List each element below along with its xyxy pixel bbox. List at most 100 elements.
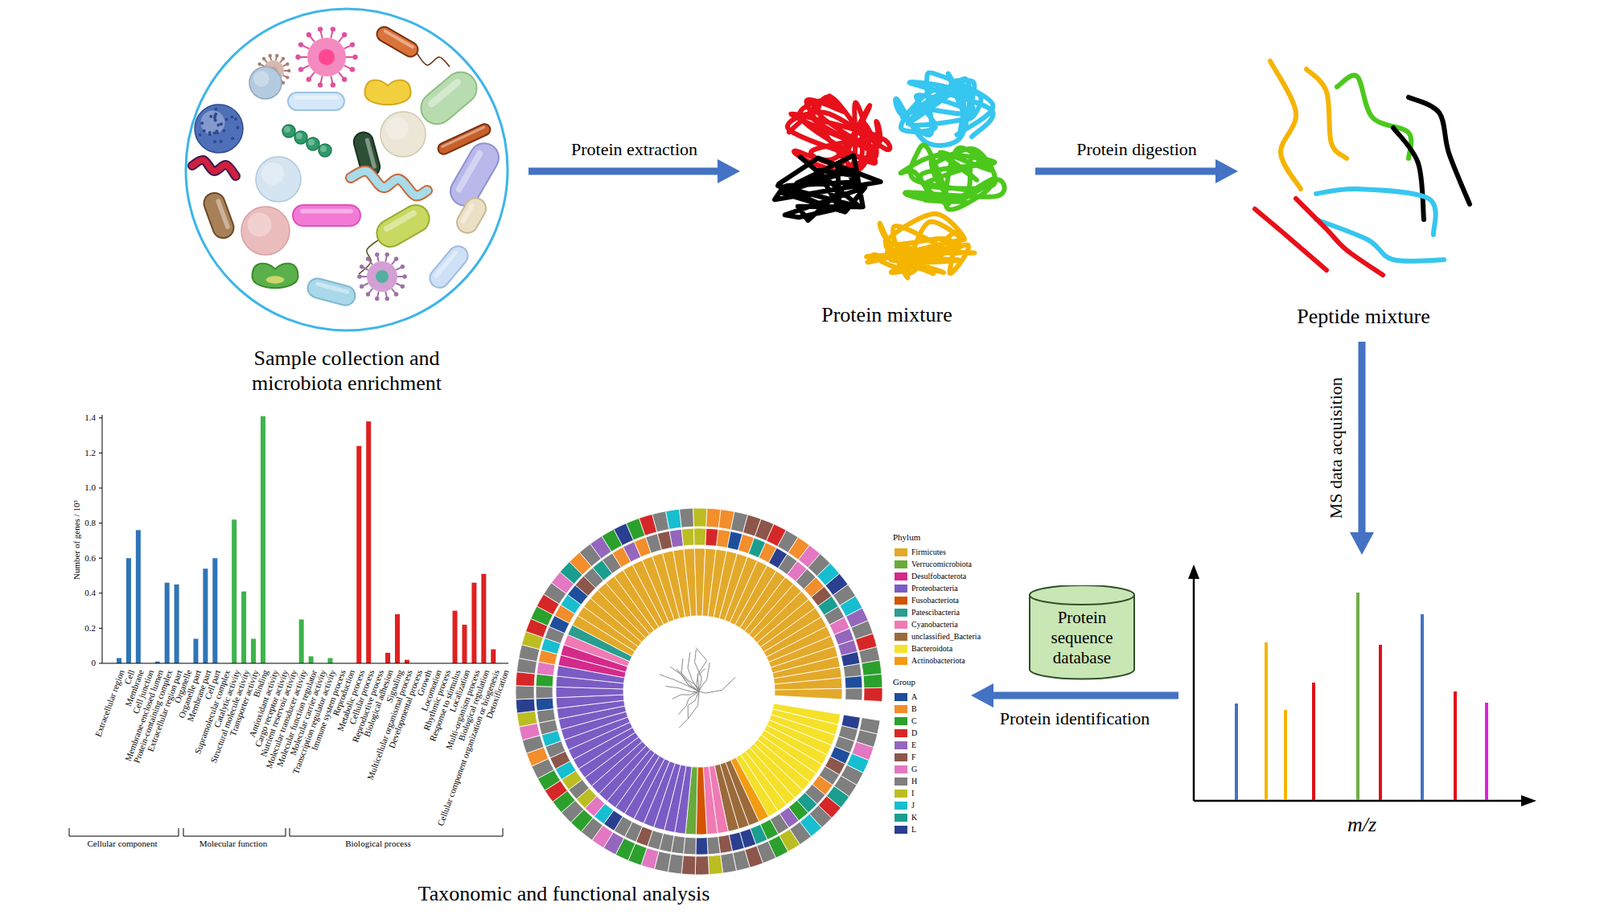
- tick-label: 1.2: [84, 448, 96, 459]
- flagellum: [416, 53, 450, 67]
- peptide: [1393, 127, 1424, 220]
- legend-text: G: [911, 764, 918, 776]
- spectrum-peak: [1420, 614, 1424, 801]
- legend-text: D: [911, 728, 918, 740]
- texture-dot: [213, 139, 217, 144]
- legend-swatch: [894, 826, 908, 835]
- bar: [327, 658, 333, 664]
- peptide: [1336, 75, 1411, 159]
- microbe: [414, 65, 483, 132]
- microbe: [249, 66, 282, 99]
- microbe: [306, 137, 320, 151]
- arrow-shaft: [1358, 341, 1366, 535]
- axis-arrowhead: [1188, 564, 1200, 580]
- texture-dot: [236, 126, 240, 130]
- bean-cell: [365, 80, 412, 106]
- group-wedge: [720, 853, 737, 874]
- stage-caption: Protein sequence database: [1031, 608, 1133, 670]
- spike-knob: [281, 57, 285, 61]
- spike-knob: [317, 26, 323, 32]
- tick: [98, 592, 103, 594]
- bar-chart: [98, 415, 509, 664]
- protein-tangle: [895, 72, 993, 146]
- legend-swatch: [894, 633, 908, 642]
- microbes: [192, 24, 505, 308]
- spectrum-peak: [1378, 645, 1383, 801]
- tick: [98, 522, 103, 524]
- bar: [164, 583, 170, 664]
- legend-text: Bacteroidota: [911, 643, 953, 655]
- texture-dot: [209, 115, 213, 119]
- protein-stage: Protein mixture: [748, 64, 1026, 334]
- spiral-cell: [192, 160, 236, 177]
- microbe-illustration: [180, 4, 513, 336]
- tree-branch: [695, 648, 708, 693]
- legend-text: Desulfobacterota: [911, 571, 967, 583]
- microbe: [357, 252, 408, 301]
- spike-knob: [366, 256, 371, 261]
- group-bracket: [289, 828, 503, 837]
- spectrum-peak: [1312, 682, 1316, 801]
- axis-arrowhead: [1521, 795, 1537, 807]
- microbe: [287, 92, 345, 111]
- coccus-cell: [294, 131, 308, 144]
- spike-knob: [298, 41, 304, 47]
- rod-cell: [305, 276, 358, 309]
- spiral-outline: [350, 171, 428, 197]
- coccus-cell: [241, 206, 290, 256]
- group-wedge: [706, 508, 721, 528]
- legend-text: Patescibacteria: [911, 607, 960, 619]
- sample-stage: Sample collection and microbiota enrichm…: [180, 4, 513, 399]
- spectrum-peak: [1283, 710, 1288, 801]
- group-label: Biological process: [345, 839, 412, 850]
- arrow-shaft: [1035, 168, 1218, 176]
- texture-dot: [230, 136, 235, 140]
- group-wedge: [681, 855, 696, 876]
- group-wedge: [559, 562, 583, 585]
- legend-text: J: [911, 800, 915, 812]
- bar: [126, 558, 132, 664]
- texture-dot: [230, 115, 234, 119]
- bar: [490, 649, 496, 664]
- tick: [98, 558, 103, 560]
- spike-knob: [400, 283, 405, 288]
- group-wedge: [535, 674, 554, 687]
- legend-heading: Phylum: [892, 532, 921, 543]
- legend-swatch: [894, 693, 908, 702]
- legend-swatch: [894, 802, 908, 811]
- peptide: [1408, 97, 1470, 205]
- microbe: [380, 111, 426, 157]
- phylum-wedge: [695, 767, 707, 835]
- highlight: [308, 139, 315, 146]
- texture-dot: [219, 139, 223, 144]
- peptide-stage: Peptide mixture: [1242, 52, 1485, 330]
- microbe: [452, 194, 490, 238]
- spike-knob: [317, 82, 323, 87]
- bar: [481, 574, 486, 664]
- spectrum-peak: [1356, 592, 1360, 801]
- spectrum-stage: m/z: [1182, 563, 1553, 845]
- highlight: [283, 126, 291, 133]
- arrow-shaft: [991, 692, 1179, 700]
- legend-text: F: [911, 752, 917, 764]
- microbe: [295, 26, 358, 88]
- highlight: [201, 111, 226, 136]
- bar: [385, 653, 391, 664]
- bean-core: [266, 275, 285, 284]
- group-wedge: [863, 687, 883, 702]
- coccus-cell: [255, 156, 301, 202]
- microbe: [241, 206, 290, 256]
- group-wedge: [683, 837, 697, 856]
- spike-knob: [394, 256, 399, 261]
- bar: [174, 584, 180, 664]
- microbe: [252, 263, 299, 289]
- group-wedge: [707, 855, 723, 875]
- tick: [98, 417, 103, 419]
- tree-branch: [672, 691, 700, 700]
- bar: [135, 530, 141, 664]
- highlight: [315, 281, 350, 295]
- texture-dot: [225, 118, 229, 122]
- tree-branch: [678, 691, 700, 716]
- bar: [241, 592, 247, 664]
